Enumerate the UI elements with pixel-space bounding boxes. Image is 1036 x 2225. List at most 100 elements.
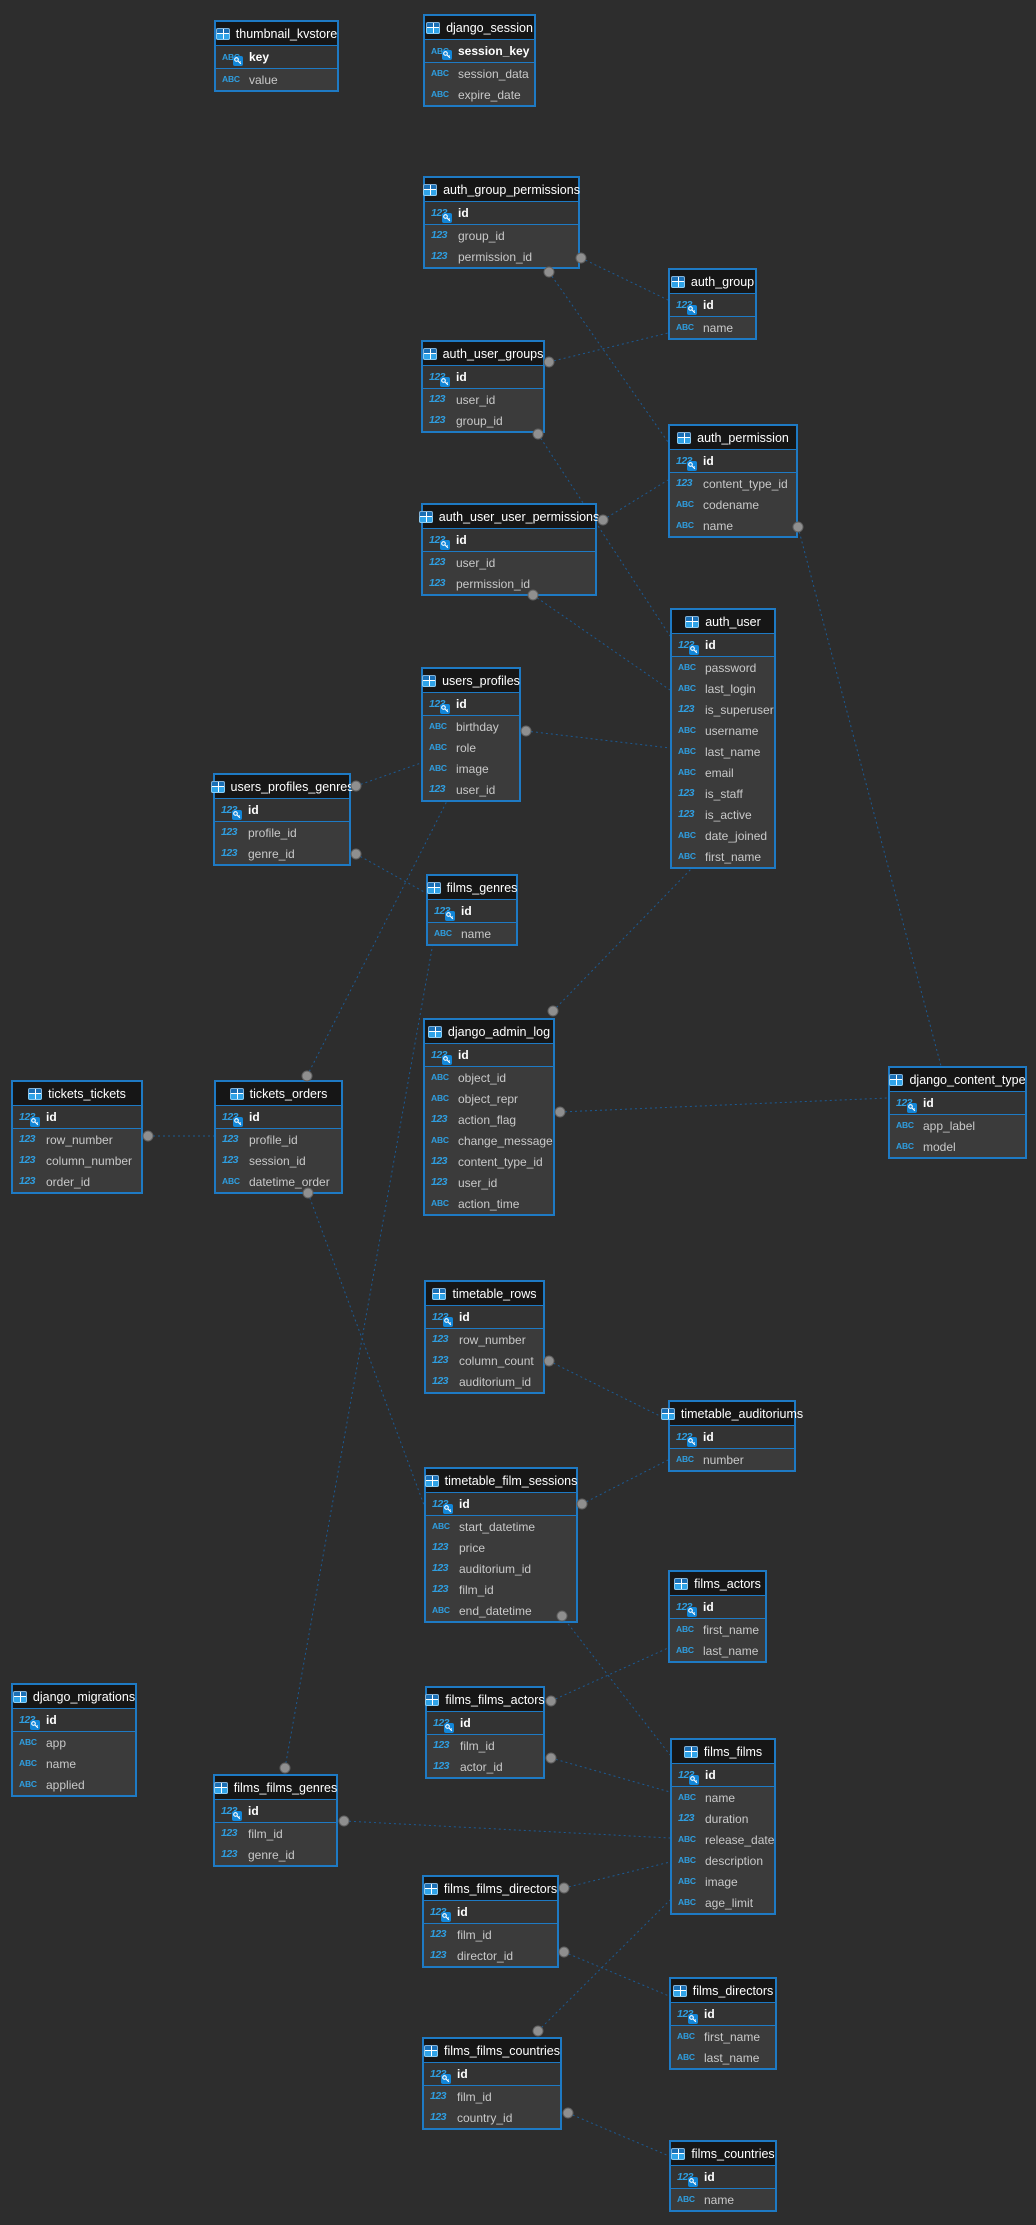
table-header[interactable]: users_profiles_genres <box>210 775 354 799</box>
table-header[interactable]: tickets_orders <box>216 1082 341 1106</box>
table-header[interactable]: films_directors <box>671 1979 775 2003</box>
table-header[interactable]: auth_user_user_permissions <box>418 505 599 529</box>
table-header[interactable]: films_films_actors <box>425 1688 545 1712</box>
table-header[interactable]: tickets_tickets <box>13 1082 141 1106</box>
table-header[interactable]: films_genres <box>426 876 517 900</box>
table-header[interactable]: django_migrations <box>12 1685 135 1709</box>
table-header[interactable]: films_countries <box>671 2142 775 2166</box>
table-header[interactable]: timetable_film_sessions <box>424 1469 577 1493</box>
table-header[interactable]: films_films_countries <box>424 2039 560 2063</box>
table-header[interactable]: auth_permission <box>670 426 796 450</box>
table-header[interactable]: films_films_genres <box>213 1776 337 1800</box>
table-header[interactable]: users_profiles <box>422 669 520 693</box>
table-header[interactable]: django_session <box>425 16 534 40</box>
